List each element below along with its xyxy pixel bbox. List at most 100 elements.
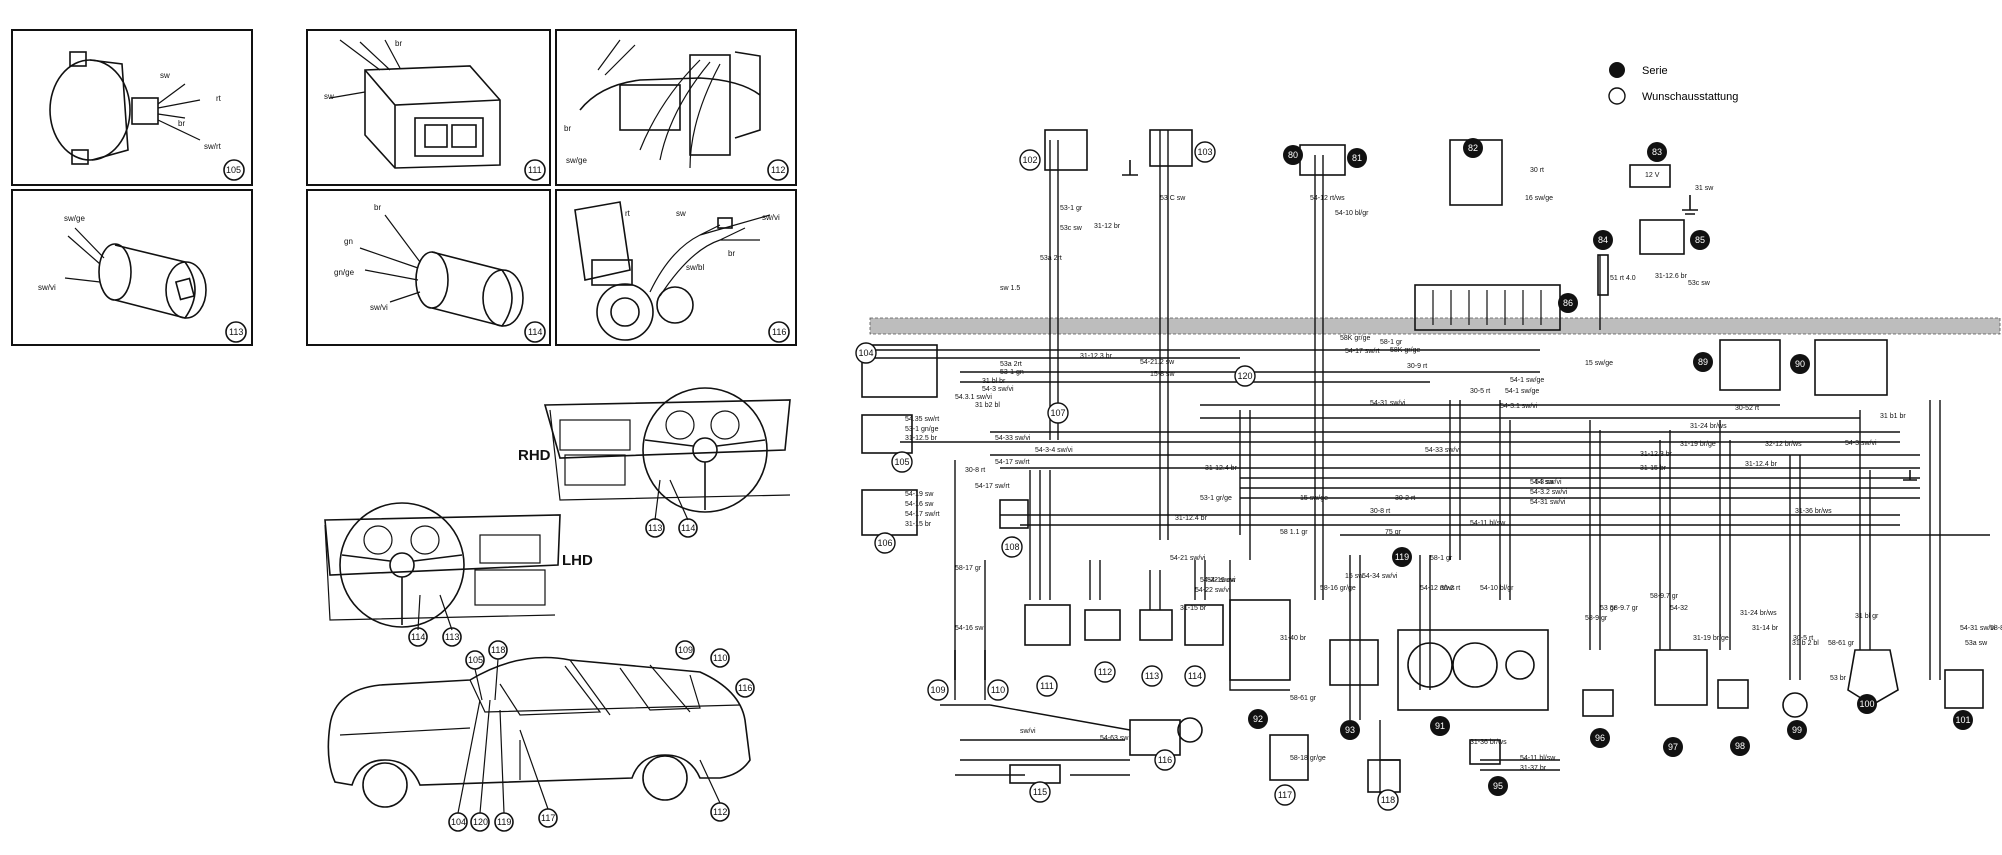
- wire-label: 58-9 gr: [1585, 615, 1608, 622]
- wire-label: 31-12.4 br: [1745, 461, 1778, 468]
- component-callout-102: 102: [1019, 149, 1041, 171]
- panel-116-wire-label: sw/bl: [686, 263, 704, 272]
- wire-label: 31-12.5 br: [905, 435, 938, 442]
- wire-label: 12 V: [1645, 172, 1660, 179]
- callout-circle: [1019, 149, 1041, 171]
- wire-label: 54-1 sw/ge: [1510, 377, 1544, 384]
- panel-114-wire-label: gn/ge: [334, 268, 355, 277]
- callout-circle: [1730, 736, 1750, 756]
- wire-label: 31 b2 bl: [975, 402, 1000, 409]
- component-callout-116: 116: [1154, 749, 1176, 771]
- component-callout-104: 104: [855, 342, 877, 364]
- component-callout-107: 107: [1047, 402, 1069, 424]
- wire-label: 54 sw: [1535, 479, 1554, 486]
- wire-label: 54-10 bl/gr: [1480, 585, 1514, 592]
- component-callout-91: 91: [1430, 716, 1450, 736]
- wire-label: 31-12.4 br: [1205, 465, 1238, 472]
- panel-116-wire-label: sw/vi: [762, 213, 780, 222]
- callout-number: 85: [1695, 235, 1705, 245]
- wire-label: 31-15 br: [905, 521, 932, 528]
- wire-label: 54-17 sw/rt: [975, 483, 1010, 490]
- wire-label: 31-40 br: [1280, 635, 1307, 642]
- panel-105-wire-label: sw/rt: [204, 142, 222, 151]
- callout-circle: [1392, 547, 1412, 567]
- component-callout-97: 97: [1663, 737, 1683, 757]
- callout-number: 105: [894, 457, 909, 467]
- wire-label: 53c sw: [1060, 225, 1083, 232]
- wire-label: 15-8 sw: [1150, 371, 1175, 378]
- callout-circle: [1248, 709, 1268, 729]
- wire-label: 53a sw: [1965, 640, 1988, 647]
- wire-label: 31-19 br/ge: [1693, 635, 1729, 642]
- panel-114-number: 114: [528, 327, 542, 337]
- panel-112: br sw/ge 112: [555, 29, 797, 186]
- component-callout-90: 90: [1790, 354, 1810, 374]
- panel-113-wire-label: sw/ge: [64, 214, 85, 223]
- callout-number: 100: [1859, 699, 1874, 709]
- callout-circle: [1488, 776, 1508, 796]
- callout-number: 113: [1145, 671, 1159, 681]
- callout-number: 111: [1040, 681, 1054, 691]
- callout-number: 83: [1652, 147, 1662, 157]
- wire-label: 54-3-4 sw/vi: [1035, 447, 1073, 454]
- car-callout: 109: [678, 645, 693, 655]
- callout-number: 97: [1668, 742, 1678, 752]
- wire-label: 31 b1 br: [1880, 413, 1906, 420]
- wire-label: 31 sw: [1695, 185, 1714, 192]
- wire-label: 54-21.2 sw: [1140, 359, 1175, 366]
- wire-label: 15 sw/ge: [1585, 360, 1613, 367]
- dashboard-rhd: RHD 113 114: [518, 387, 791, 538]
- callout-number: 91: [1435, 721, 1445, 731]
- callout-circle: [855, 342, 877, 364]
- callout-circle: [1094, 661, 1116, 683]
- callout-number: 82: [1468, 143, 1478, 153]
- component-callout-109: 109: [927, 679, 949, 701]
- wire-label: 30 rt: [1530, 167, 1544, 174]
- wire-label: 31-36 br/ws: [1795, 508, 1832, 515]
- car-callout: 120: [473, 817, 488, 827]
- component-callout-81: 81: [1347, 148, 1367, 168]
- wire-label: 54-33 sw/vi: [1425, 447, 1461, 454]
- wire-label: 54-16 sw: [905, 501, 934, 508]
- wire-label: 30-5 rt: [1793, 635, 1813, 642]
- wire-label: 31-24 br/ws: [1690, 423, 1727, 430]
- panel-113-wire-label: sw/vi: [38, 283, 56, 292]
- wire-label: 31 bl gr: [1855, 613, 1879, 620]
- wire-label: 54-17 sw/rt: [1345, 348, 1380, 355]
- callout-circle: [1590, 728, 1610, 748]
- wire-label: 16 sw/ge: [1525, 195, 1553, 202]
- dash-callout: 113: [445, 632, 459, 642]
- component-callout-118: 118: [1377, 789, 1399, 811]
- component-callout-85: 85: [1690, 230, 1710, 250]
- callout-number: 120: [1237, 371, 1252, 381]
- wire-label: sw/vi: [1020, 728, 1036, 735]
- dash-callout: 113: [648, 523, 662, 533]
- wire-label: 54-19 sw: [1207, 577, 1236, 584]
- wire-label: 53 C sw: [1160, 195, 1186, 202]
- callout-circle: [1234, 365, 1256, 387]
- callout-number: 84: [1598, 235, 1608, 245]
- wire-label: 32-12 br/ws: [1765, 441, 1802, 448]
- callout-number: 107: [1050, 408, 1065, 418]
- callout-circle: [1141, 665, 1163, 687]
- callout-circle: [1463, 138, 1483, 158]
- component-callout-93: 93: [1340, 720, 1360, 740]
- wire-label: 54-3 sw/vi: [1530, 479, 1562, 486]
- panel-111-wire-label: sw: [324, 92, 334, 101]
- callout-number: 116: [1158, 755, 1172, 765]
- legend-serie-label: Serie: [1642, 65, 1668, 77]
- component-callout-117: 117: [1274, 784, 1296, 806]
- component-callout-89: 89: [1693, 352, 1713, 372]
- wire-label: 54-22 sw/vi: [1200, 577, 1236, 584]
- wire-label: 31-12 br: [1094, 223, 1121, 230]
- wire-label: 54-3.2 sw/vi: [1530, 489, 1568, 496]
- callout-number: 109: [930, 685, 945, 695]
- car-callout: 104: [451, 817, 466, 827]
- component-callout-120: 120: [1234, 365, 1256, 387]
- legend-serie-marker: [1609, 62, 1625, 78]
- callout-number: 115: [1033, 787, 1047, 797]
- callout-number: 98: [1735, 741, 1745, 751]
- component-callout-99: 99: [1787, 720, 1807, 740]
- wire-label: 58K gr/ge: [1340, 335, 1370, 342]
